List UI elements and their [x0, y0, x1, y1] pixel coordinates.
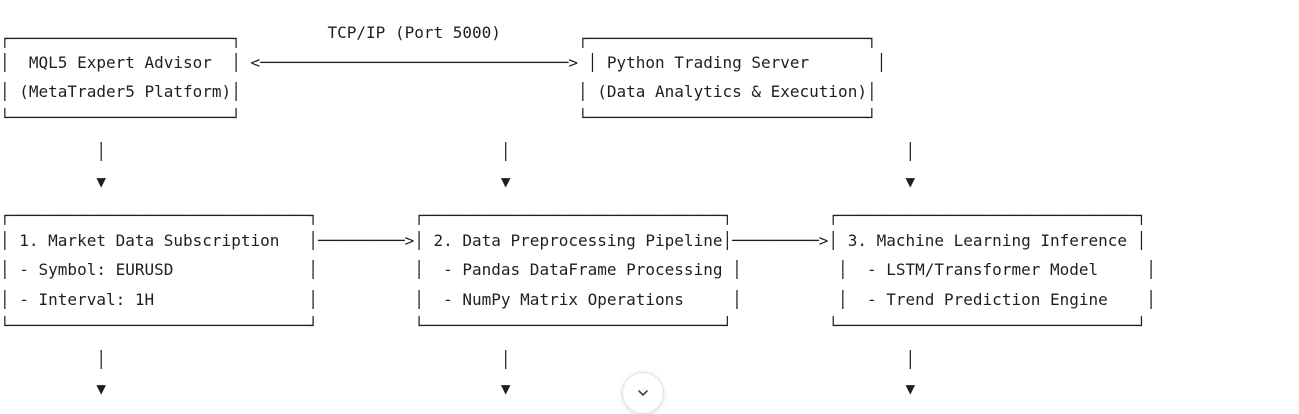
diagram-line-connector-arrows-2: ▼ ▼ ▼	[0, 379, 916, 398]
diagram-line-step-boxes-item-2: │ - Interval: 1H │ │ - NumPy Matrix Oper…	[0, 290, 1156, 309]
scroll-down-button[interactable]	[622, 372, 664, 414]
diagram-line-step-boxes-bottom: └───────────────────────────────┘ └─────…	[0, 316, 1147, 335]
diagram-line-top-boxes-bottom: └───────────────────────┘ └─────────────…	[0, 108, 877, 127]
diagram-line-step-boxes-title: │ 1. Market Data Subscription │─────────…	[0, 231, 1147, 250]
diagram-line-top-boxes-subtitle: │ (MetaTrader5 Platform)│ │ (Data Analyt…	[0, 82, 877, 101]
chevron-down-icon	[638, 390, 648, 396]
diagram-line-top-boxes-title: │ MQL5 Expert Advisor │ <───────────────…	[0, 53, 887, 72]
diagram-line-connector-arrows-1: ▼ ▼ ▼	[0, 172, 916, 191]
diagram-line-step-boxes-item-1: │ - Symbol: EURUSD │ │ - Pandas DataFram…	[0, 260, 1156, 279]
diagram-line-connector-stems-2: │ │ │	[0, 350, 916, 369]
diagram-line-top-boxes-border: ┌───────────────────────┐ ┌─────────────…	[0, 29, 877, 48]
diagram-line-step-boxes-top: ┌───────────────────────────────┐ ┌─────…	[0, 206, 1147, 225]
diagram-line-connection-label: TCP/IP (Port 5000)	[0, 23, 501, 42]
diagram-line-connector-stems-1: │ │ │	[0, 142, 916, 161]
